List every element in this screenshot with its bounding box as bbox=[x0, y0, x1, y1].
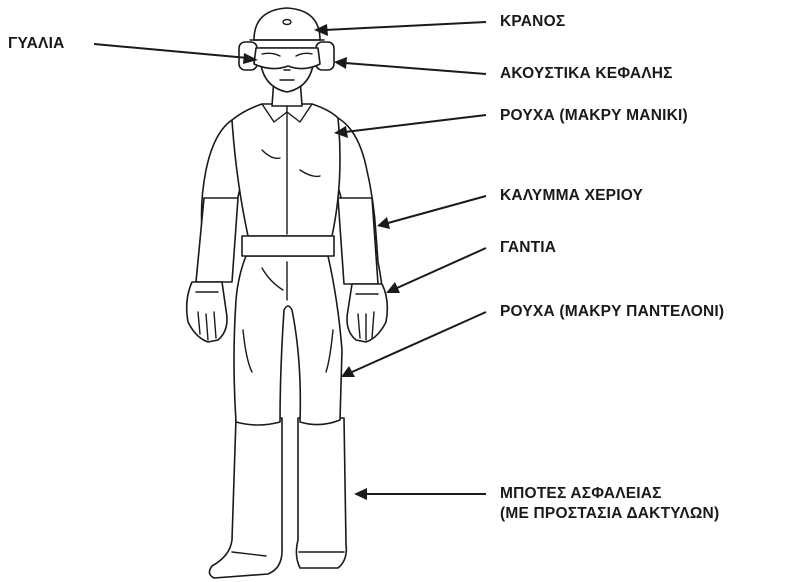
safety-boots-drawing bbox=[209, 418, 346, 578]
label-long-sleeve-clothes: ΡΟΥΧΑ (ΜΑΚΡΥ ΜΑΝΙΚΙ) bbox=[500, 106, 688, 125]
label-long-pants-clothes: ΡΟΥΧΑ (ΜΑΚΡΥ ΠΑΝΤΕΛΟΝΙ) bbox=[500, 302, 724, 321]
label-goggles: ΓΥΑΛΙΑ bbox=[8, 34, 64, 53]
label-gloves: ΓΑΝΤΙΑ bbox=[500, 238, 556, 257]
label-earmuffs: ΑΚΟΥΣΤΙΚΑ ΚΕΦΑΛΗΣ bbox=[500, 64, 673, 83]
label-arm-cover: ΚΑΛΥΜΜΑ ΧΕΡΙΟΥ bbox=[500, 186, 643, 205]
goggles-drawing bbox=[254, 48, 320, 69]
long-pants-drawing bbox=[234, 256, 342, 425]
label-safety-boots-line2: (ΜΕ ΠΡΟΣΤΑΣΙΑ ΔΑΚΤΥΛΩΝ) bbox=[500, 504, 719, 523]
label-helmet: ΚΡΑΝΟΣ bbox=[500, 12, 565, 31]
label-safety-boots-line1: ΜΠΟΤΕΣ ΑΣΦΑΛΕΙΑΣ bbox=[500, 484, 662, 503]
helmet-drawing bbox=[250, 8, 324, 40]
